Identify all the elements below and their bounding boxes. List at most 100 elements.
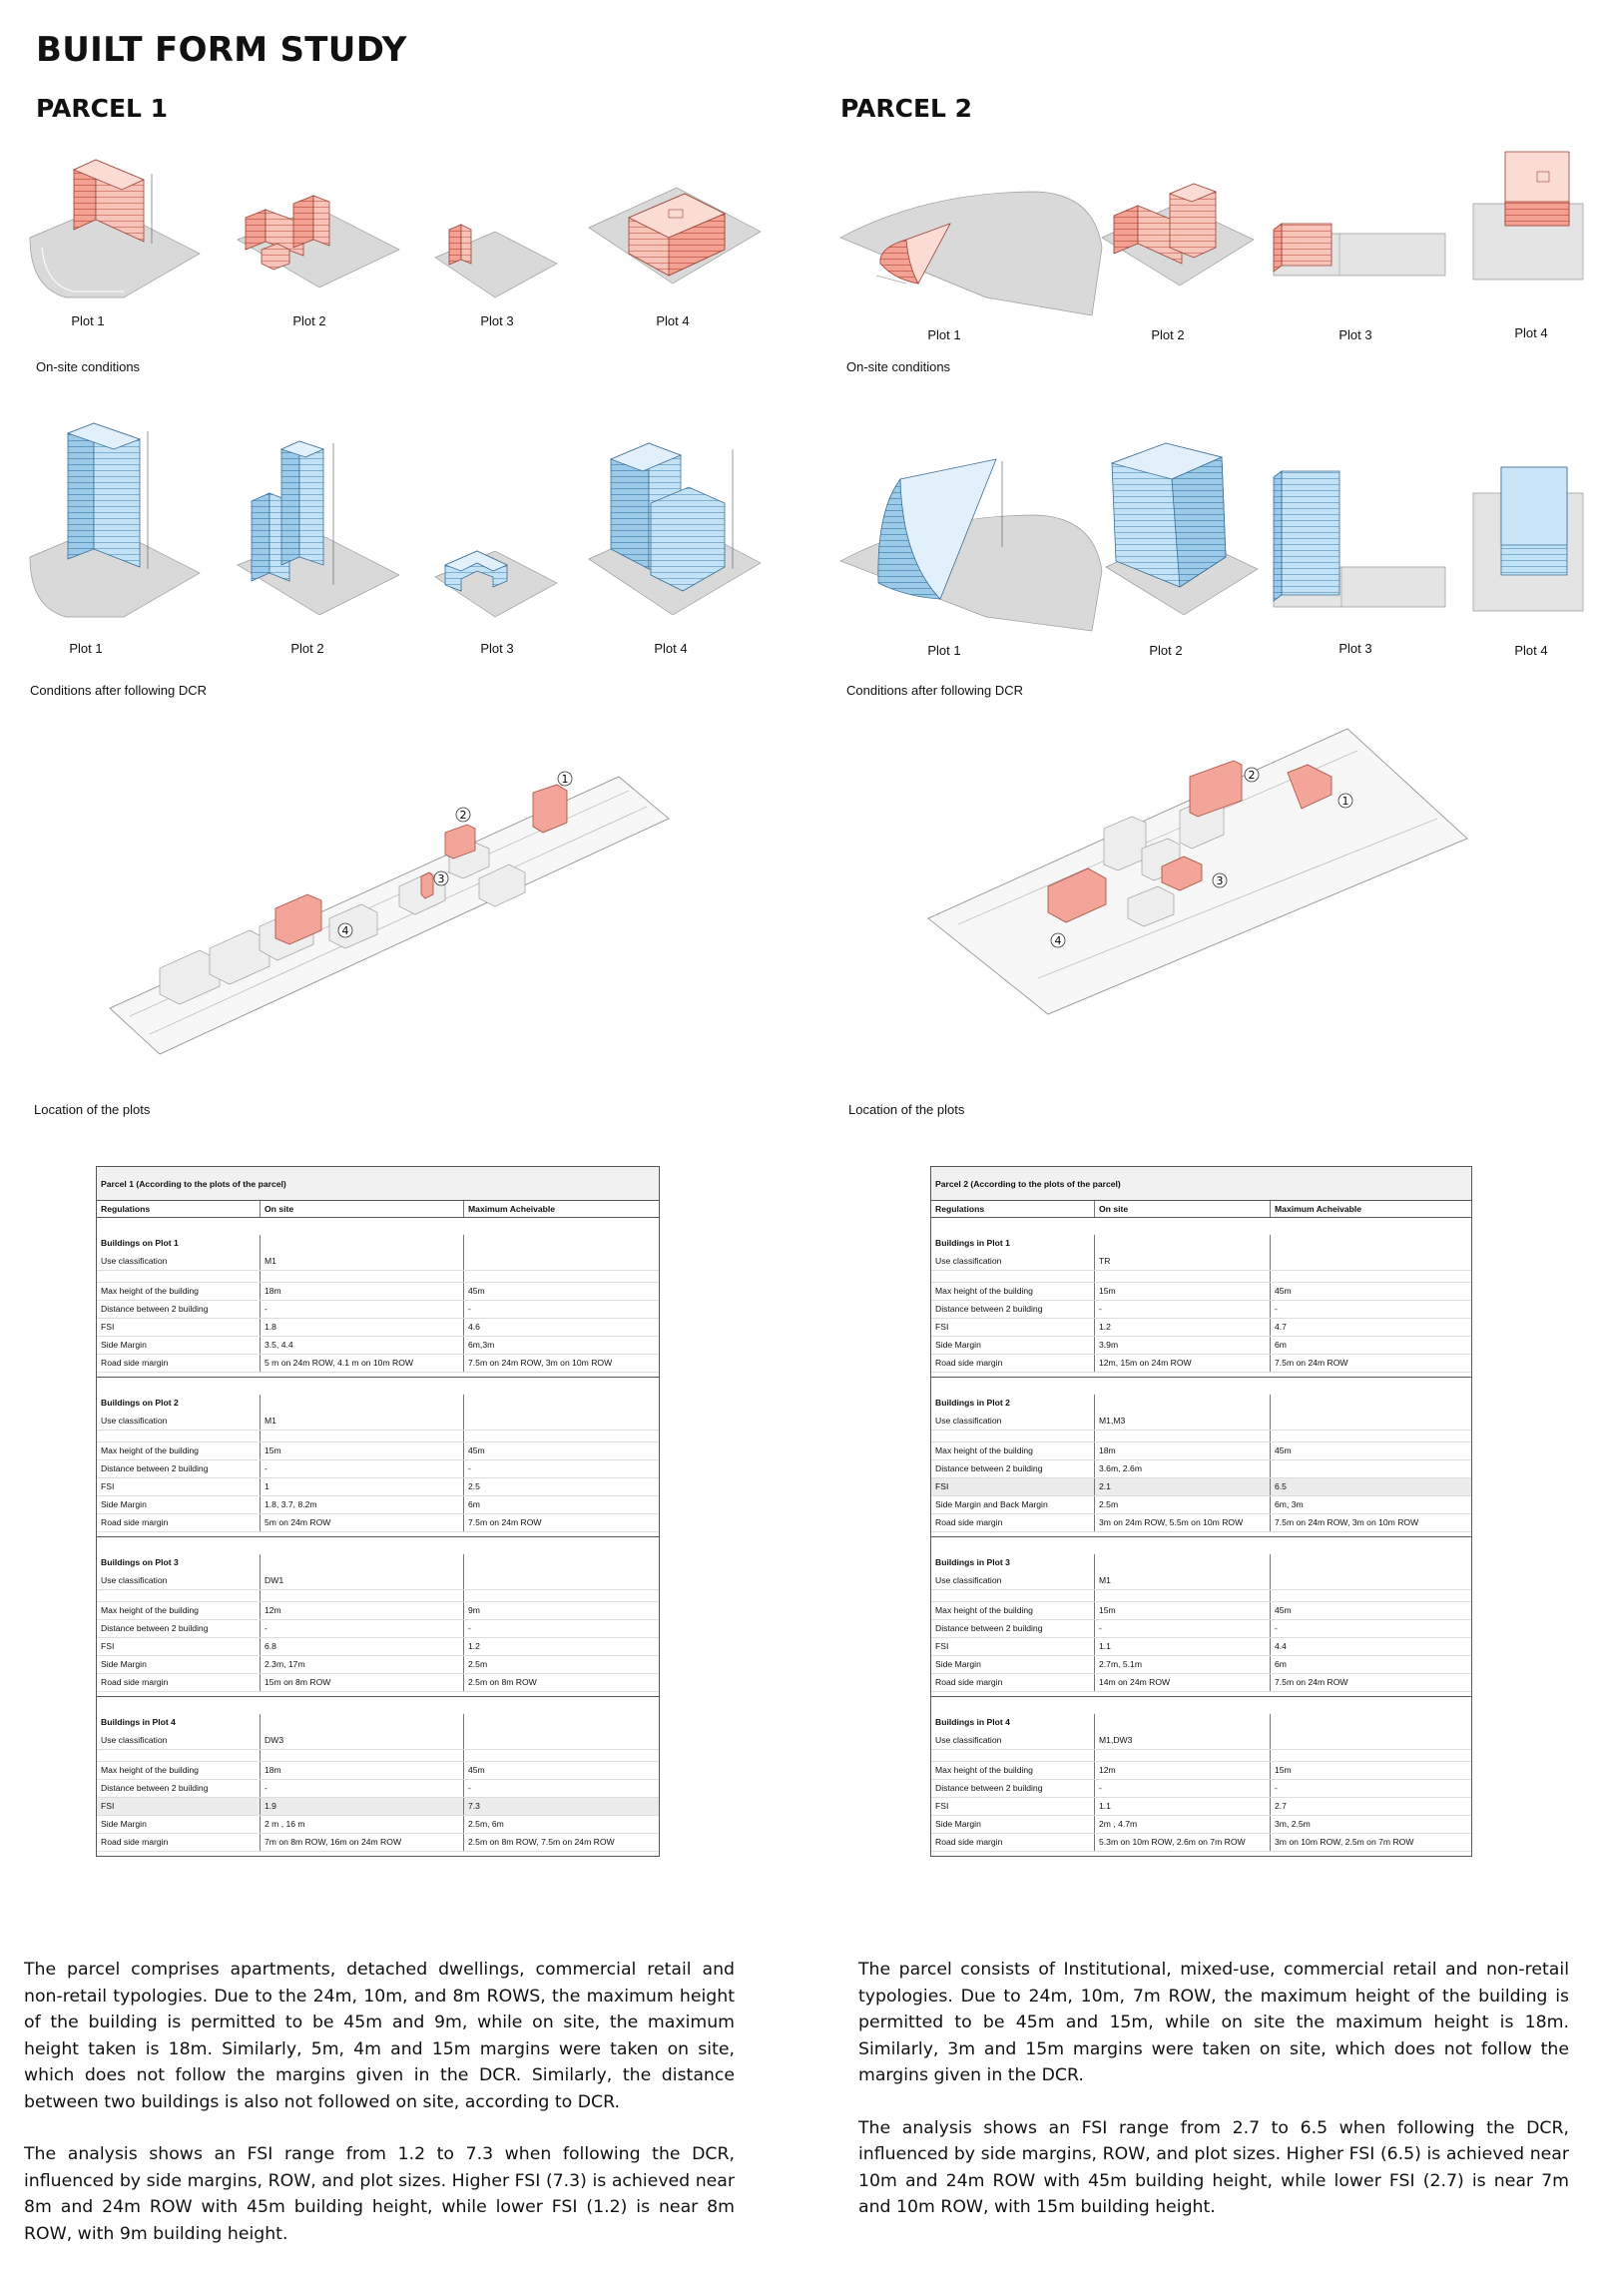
table-cell: Side Margin and Back Margin: [931, 1496, 1095, 1513]
table-block-heading-text: Buildings in Plot 4: [931, 1714, 1095, 1732]
table-cell: 2.5m on 8m ROW: [468, 1677, 537, 1687]
table-cell: Distance between 2 building: [931, 1301, 1095, 1318]
parcel1-onsite-plot2-figure: [237, 195, 400, 288]
parcel2-dcr-plot1-label: Plot 1: [927, 643, 961, 658]
table-cell: Max height of the building: [931, 1602, 1095, 1619]
parcel1-dcr-plot3-figure: [434, 550, 558, 618]
table-cell: 15m: [1095, 1283, 1271, 1300]
table-cell: Road side margin: [931, 1514, 1095, 1531]
table-cell: [464, 1431, 659, 1441]
table-cell: FSI: [931, 1478, 1095, 1495]
table-cell: 3.5, 4.4: [261, 1337, 464, 1354]
table-block-heading: Buildings in Plot 4: [97, 1714, 659, 1732]
table-cell: 7.5m on 24m ROW: [1275, 1358, 1348, 1368]
table-cell: [261, 1271, 464, 1282]
table-cell: [97, 1431, 261, 1441]
table-cell: Use classification: [97, 1253, 261, 1270]
table-cell: 15m: [1095, 1602, 1271, 1619]
table-block-heading: Buildings in Plot 4: [931, 1714, 1471, 1732]
table-column-header: Maximum Acheivable: [1275, 1204, 1362, 1214]
table-column-header: On site: [1095, 1201, 1271, 1217]
table-cell: [1271, 1572, 1471, 1589]
table-cell: 45m: [1275, 1445, 1292, 1455]
table-row: Distance between 2 building--: [97, 1301, 659, 1319]
table-cell: [1271, 1554, 1471, 1572]
parcel1-location-map: 1 2 3 4: [109, 771, 670, 1055]
parcel1-onsite-caption: On-site conditions: [36, 359, 141, 374]
table-cell: [464, 1572, 659, 1589]
table-cell: -: [1095, 1620, 1271, 1637]
table-cell: [464, 1714, 659, 1732]
table-row-spacer: [931, 1590, 1471, 1602]
table-cell: FSI: [97, 1319, 261, 1336]
table-cell: 14m on 24m ROW: [1095, 1674, 1271, 1691]
table-cell: -: [261, 1620, 464, 1637]
table-row: Distance between 2 building--: [97, 1460, 659, 1478]
table-cell: 2.5m: [468, 1659, 488, 1669]
table-cell: TR: [1095, 1253, 1271, 1270]
table-block-heading-text: Buildings on Plot 2: [97, 1395, 261, 1413]
table-block-heading: Buildings in Plot 1: [931, 1235, 1471, 1253]
table-cell: Max height of the building: [931, 1442, 1095, 1459]
parcel1-onsite-plot3-figure: [434, 224, 558, 298]
parcel1-onsite-plot3-label: Plot 3: [480, 313, 514, 328]
parcel1-dcr-plot4-label: Plot 4: [654, 641, 688, 656]
table-cell: [261, 1554, 464, 1572]
table-cell: 2.7: [1275, 1801, 1287, 1811]
table-column-header: On site: [261, 1201, 464, 1217]
table-cell: Road side margin: [97, 1355, 261, 1372]
table-cell: 9m: [468, 1605, 480, 1615]
table-row-spacer: [931, 1750, 1471, 1762]
table-cell: Distance between 2 building: [931, 1620, 1095, 1637]
table-row: Distance between 2 building--: [97, 1620, 659, 1638]
table-cell: [1271, 1460, 1471, 1477]
table-cell: 7.5m on 24m ROW: [468, 1517, 542, 1527]
table-cell: [931, 1750, 1095, 1761]
table-cell: M1,M3: [1095, 1413, 1271, 1430]
table-cell: 12m, 15m on 24m ROW: [1095, 1355, 1271, 1372]
table-cell: 2 m , 16 m: [261, 1816, 464, 1833]
parcel2-marker-4: 4: [1055, 934, 1062, 947]
table-cell: [261, 1590, 464, 1601]
table-cell: 1.8: [261, 1319, 464, 1336]
parcel2-onsite-plot1-figure: [839, 191, 1103, 316]
table-cell: [97, 1750, 261, 1761]
table-cell: Side Margin: [931, 1656, 1095, 1673]
parcel1-onsite-plot1-figure: [29, 159, 201, 298]
parcel2-onsite-plot3-figure: [1273, 223, 1446, 277]
table-cell: -: [468, 1304, 471, 1314]
table-cell: FSI: [931, 1638, 1095, 1655]
table-cell: 4.7: [1275, 1322, 1287, 1332]
table-cell: [261, 1714, 464, 1732]
table-block-heading: Buildings in Plot 2: [931, 1395, 1471, 1413]
page-title: BUILT FORM STUDY: [36, 30, 407, 70]
table-cell: 18m: [1095, 1442, 1271, 1459]
parcel2-onsite-plot2-figure: [1101, 183, 1255, 287]
table-cell: 4.6: [468, 1322, 480, 1332]
table-block-heading-text: Buildings in Plot 3: [931, 1554, 1095, 1572]
table-cell: Side Margin: [931, 1816, 1095, 1833]
table-cell: M1: [261, 1253, 464, 1270]
table-cell: [1095, 1714, 1271, 1732]
table-cell: [1095, 1590, 1271, 1601]
parcel2-description-p1: The parcel consists of Institutional, mi…: [858, 1960, 1569, 2085]
table-cell: 2.5: [468, 1481, 480, 1491]
table-cell: [1271, 1413, 1471, 1430]
parcel1-dcr-plot4-figure: [588, 442, 762, 616]
table-title: Parcel 1 (According to the plots of the …: [97, 1167, 659, 1201]
